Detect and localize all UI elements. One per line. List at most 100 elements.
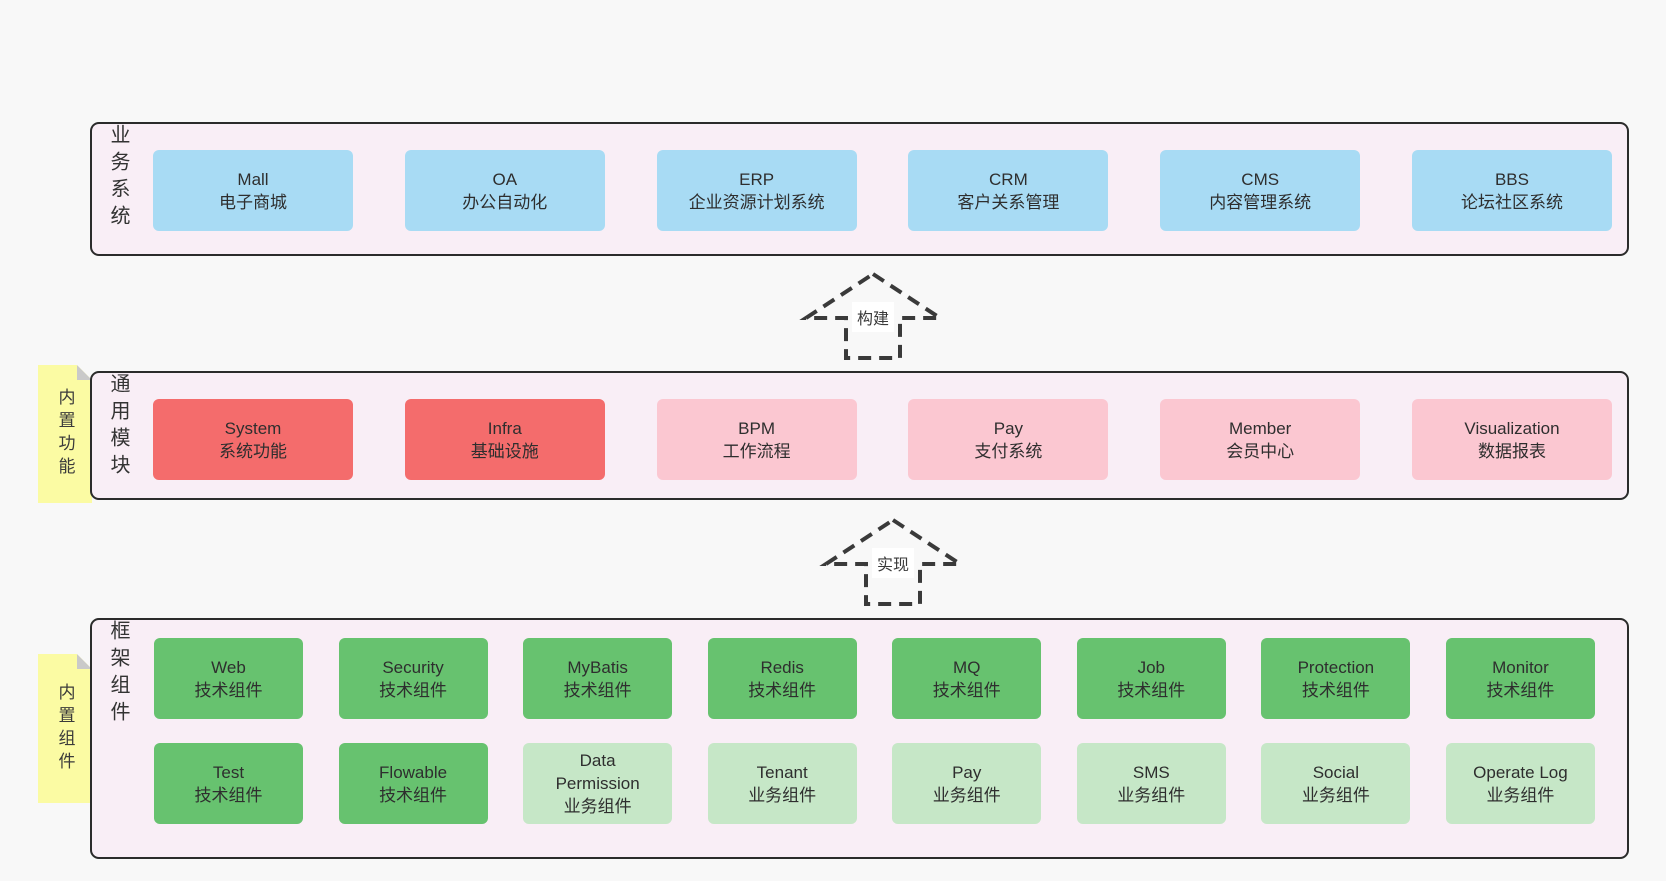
box-security: Security 技术组件 — [338, 638, 488, 719]
box-flowable: Flowable 技术组件 — [338, 743, 488, 824]
box-subtitle: 技术组件 — [748, 680, 817, 700]
box-monitor: Monitor 技术组件 — [1445, 638, 1595, 719]
box-subtitle: 企业资源计划系统 — [688, 192, 825, 212]
box-title: Web — [211, 657, 246, 677]
box-title: Security — [382, 657, 444, 677]
box-subtitle: 技术组件 — [194, 785, 263, 805]
box-subtitle: 技术组件 — [563, 680, 632, 700]
modules-box-row: System 系统功能 Infra 基础设施 BPM 工作流程 Pay 支付系统… — [153, 399, 1612, 480]
box-subtitle: 技术组件 — [1486, 680, 1555, 700]
box-title: BPM — [738, 418, 776, 438]
box-sms: SMS 业务组件 — [1076, 743, 1226, 824]
box-subtitle: 基础设施 — [470, 441, 539, 461]
box-title: SMS — [1132, 762, 1170, 782]
box-visualization: Visualization 数据报表 — [1411, 399, 1612, 480]
box-title: Test — [212, 762, 245, 782]
arrow-implement: 实现 — [818, 516, 968, 608]
layer-label-business: 业务系统 — [107, 124, 129, 232]
box-mybatis: MyBatis 技术组件 — [523, 638, 673, 719]
box-member: Member 会员中心 — [1160, 399, 1361, 480]
box-pay: Pay 支付系统 — [908, 399, 1109, 480]
arrow-label-implement: 实现 — [871, 548, 915, 578]
box-subtitle: 业务组件 — [932, 785, 1001, 805]
box-title: Pay — [993, 418, 1024, 438]
box-title: MQ — [953, 657, 981, 677]
box-data-permission: Data Permission 业务组件 — [523, 743, 673, 824]
note-built-in-components: 内置组件 — [38, 654, 92, 803]
box-title: Infra — [487, 418, 522, 438]
box-title: Tenant — [756, 762, 808, 782]
box-title: CRM — [989, 169, 1028, 189]
box-oa: OA 办公自动化 — [404, 150, 605, 231]
arrow-label-build: 构建 — [851, 302, 895, 332]
box-erp: ERP 企业资源计划系统 — [656, 150, 857, 231]
box-subtitle: 业务组件 — [748, 785, 817, 805]
box-subtitle: 技术组件 — [1117, 680, 1186, 700]
box-subtitle: 业务组件 — [563, 797, 632, 816]
box-subtitle: 数据报表 — [1477, 441, 1546, 461]
box-subtitle: 支付系统 — [974, 441, 1043, 461]
box-social: Social 业务组件 — [1261, 743, 1411, 824]
box-bbs: BBS 论坛社区系统 — [1411, 150, 1612, 231]
box-title: Job — [1137, 657, 1166, 677]
box-title: Operate Log — [1473, 762, 1568, 782]
box-title: Monitor — [1492, 657, 1549, 677]
box-infra: Infra 基础设施 — [404, 399, 605, 480]
layer-common-modules: 通用模块 System 系统功能 Infra 基础设施 BPM 工作流程 Pay… — [90, 371, 1629, 500]
box-subtitle: 技术组件 — [1301, 680, 1370, 700]
box-subtitle: 系统功能 — [219, 441, 287, 461]
note-built-in-features: 内置功能 — [38, 365, 92, 503]
box-subtitle: 论坛社区系统 — [1460, 192, 1563, 212]
components-box-row-2: Test 技术组件 Flowable 技术组件 Data Permission … — [154, 743, 1595, 824]
box-title: Flowable — [379, 762, 448, 782]
note-text: 内置功能 — [55, 388, 75, 480]
box-job: Job 技术组件 — [1076, 638, 1226, 719]
box-bpm: BPM 工作流程 — [656, 399, 857, 480]
box-subtitle: 技术组件 — [379, 785, 448, 805]
note-text: 内置组件 — [55, 682, 75, 775]
box-title: System — [224, 418, 282, 438]
box-subtitle: 技术组件 — [194, 680, 263, 700]
box-cms: CMS 内容管理系统 — [1160, 150, 1361, 231]
box-redis: Redis 技术组件 — [707, 638, 857, 719]
box-title: CMS — [1241, 169, 1280, 189]
arrow-build: 构建 — [798, 270, 948, 362]
box-subtitle: 客户关系管理 — [957, 192, 1060, 212]
box-title: Data Permission — [555, 751, 640, 793]
box-subtitle: 技术组件 — [932, 680, 1001, 700]
business-box-row: Mall 电子商城 OA 办公自动化 ERP 企业资源计划系统 CRM 客户关系… — [153, 150, 1612, 231]
box-title: Mall — [237, 169, 269, 189]
box-test: Test 技术组件 — [154, 743, 303, 824]
box-title: OA — [492, 169, 518, 189]
box-title: ERP — [739, 169, 775, 189]
box-subtitle: 办公自动化 — [462, 192, 548, 212]
box-operate-log: Operate Log 业务组件 — [1445, 743, 1595, 824]
box-subtitle: 工作流程 — [722, 441, 791, 461]
box-system: System 系统功能 — [153, 399, 353, 480]
box-title: BBS — [1494, 169, 1529, 189]
box-mq: MQ 技术组件 — [892, 638, 1042, 719]
dashed-up-arrow-icon — [819, 517, 967, 606]
components-box-row-1: Web 技术组件 Security 技术组件 MyBatis 技术组件 Redi… — [154, 638, 1595, 719]
box-title: Redis — [760, 657, 804, 677]
box-subtitle: 内容管理系统 — [1209, 192, 1312, 212]
box-title: MyBatis — [567, 657, 628, 677]
box-subtitle: 技术组件 — [379, 680, 448, 700]
dashed-up-arrow-icon — [799, 271, 947, 360]
box-subtitle: 业务组件 — [1301, 785, 1370, 805]
box-protection: Protection 技术组件 — [1261, 638, 1411, 719]
box-crm: CRM 客户关系管理 — [908, 150, 1109, 231]
box-title: Member — [1229, 418, 1292, 438]
box-title: Social — [1312, 762, 1360, 782]
box-mall: Mall 电子商城 — [153, 150, 353, 231]
layer-label-modules: 通用模块 — [107, 373, 129, 481]
box-title: Protection — [1297, 657, 1375, 677]
box-subtitle: 电子商城 — [219, 192, 287, 212]
layer-label-components: 框架组件 — [107, 620, 129, 728]
box-subtitle: 会员中心 — [1226, 441, 1295, 461]
box-web: Web 技术组件 — [154, 638, 303, 719]
box-pay-biz: Pay 业务组件 — [892, 743, 1042, 824]
box-subtitle: 业务组件 — [1486, 785, 1555, 805]
box-subtitle: 业务组件 — [1117, 785, 1186, 805]
